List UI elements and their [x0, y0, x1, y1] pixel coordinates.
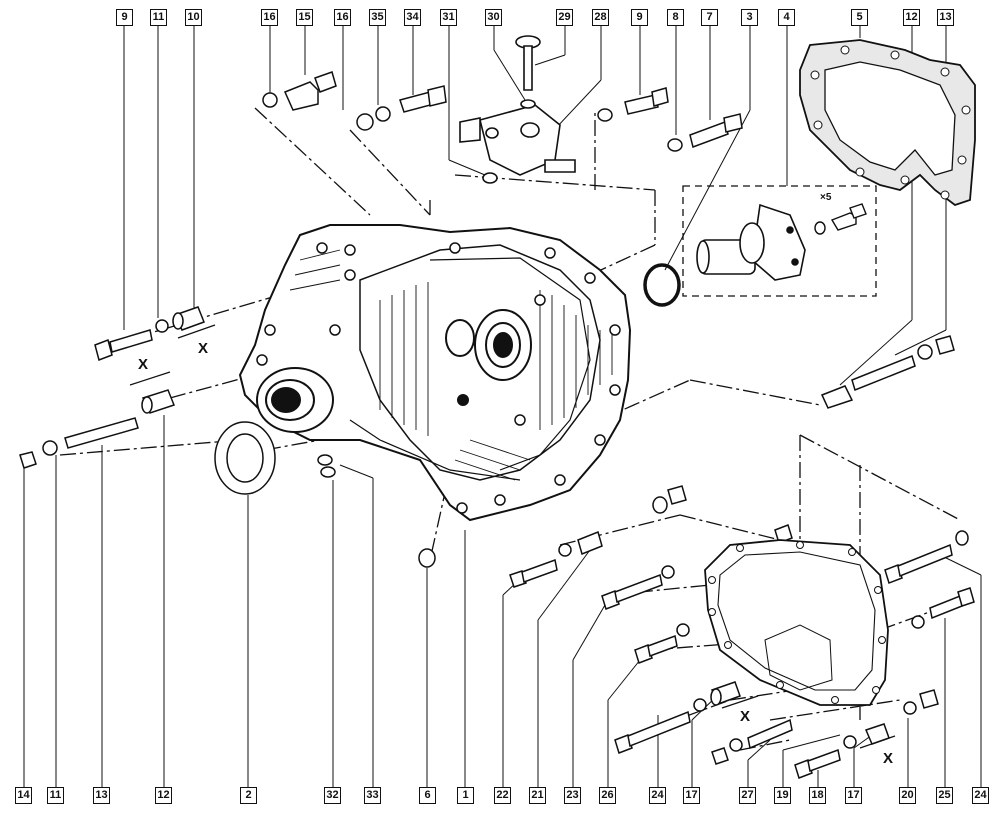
callout-label: 11	[150, 9, 167, 26]
transmission-housing	[238, 224, 632, 522]
callout-label: 3	[741, 9, 758, 26]
housing-bolt-bosses	[256, 242, 621, 514]
callout-label: 9	[631, 9, 648, 26]
dimension-x-mark: X	[883, 750, 894, 767]
callout-label: 26	[599, 787, 616, 804]
output-shaft-detail-box	[682, 185, 877, 297]
side-cover-plate	[704, 539, 889, 706]
breather-connector	[459, 35, 576, 184]
callout-label: 24	[649, 787, 666, 804]
callout-label: 10	[185, 9, 202, 26]
dimension-x-mark: X	[198, 340, 209, 357]
callout-label: 16	[261, 9, 278, 26]
callout-label: 22	[494, 787, 511, 804]
callout-label: 21	[529, 787, 546, 804]
housing-hatching	[289, 249, 613, 481]
callout-label: 13	[937, 9, 954, 26]
callout-label: 4	[778, 9, 795, 26]
callout-label: 30	[485, 9, 502, 26]
dimension-x-mark: X	[740, 708, 751, 725]
callout-label: 25	[936, 787, 953, 804]
left-fasteners	[19, 306, 436, 568]
callout-label: 29	[556, 9, 573, 26]
callout-label: 27	[739, 787, 756, 804]
right-fasteners	[509, 335, 975, 779]
dimension-lines	[129, 324, 896, 749]
callout-label: 2	[240, 787, 257, 804]
callout-label: 12	[155, 787, 172, 804]
callout-label: 1	[457, 787, 474, 804]
callout-label: 5	[851, 9, 868, 26]
callout-label: 12	[903, 9, 920, 26]
callout-label: 11	[47, 787, 64, 804]
callout-label: 32	[324, 787, 341, 804]
callout-label: 9	[116, 9, 133, 26]
callout-label: 28	[592, 9, 609, 26]
o-ring	[643, 263, 681, 307]
callout-label: 19	[774, 787, 791, 804]
shaft-bolt-and-washer	[814, 203, 867, 235]
callout-label: 23	[564, 787, 581, 804]
output-shaft	[696, 203, 806, 281]
small-fasteners	[262, 71, 743, 152]
callout-label: 31	[440, 9, 457, 26]
callout-label: 20	[899, 787, 916, 804]
callout-label: 17	[683, 787, 700, 804]
callout-label: 33	[364, 787, 381, 804]
callout-label: 18	[809, 787, 826, 804]
callout-label: 17	[845, 787, 862, 804]
callout-label: 34	[404, 9, 421, 26]
callout-label: 14	[15, 787, 32, 804]
callout-label: 13	[93, 787, 110, 804]
dimension-x-mark: X	[138, 356, 149, 373]
callout-label: 16	[334, 9, 351, 26]
callout-label: 6	[419, 787, 436, 804]
callout-label: 24	[972, 787, 989, 804]
quantity-note: ×5	[820, 192, 832, 203]
callout-label: 7	[701, 9, 718, 26]
callout-label: 15	[296, 9, 313, 26]
callout-label: 8	[667, 9, 684, 26]
callout-label: 35	[369, 9, 386, 26]
rear-cover-gasket	[799, 39, 976, 207]
